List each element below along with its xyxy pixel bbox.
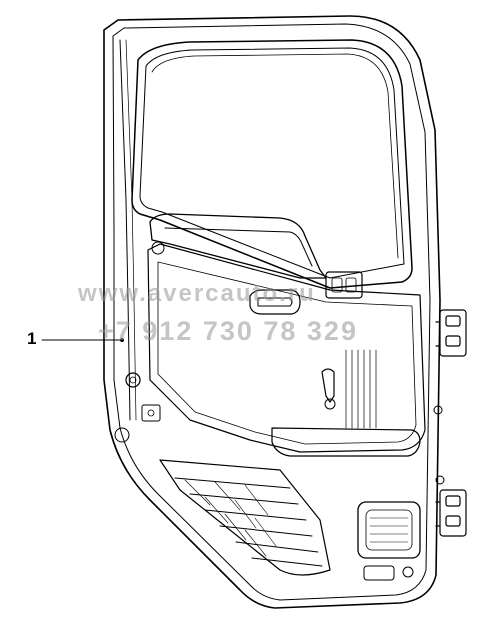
trim-panel-inner [157,261,417,445]
bottom-bracket [363,565,395,581]
upper-hinge [435,309,467,357]
step-area [159,459,331,576]
callout-leader-dot [120,338,124,342]
step-crosshatch [184,479,277,557]
lower-speaker-grille [365,509,413,551]
mirror-bolt [151,241,165,255]
callout-label-1: 1 [27,329,37,348]
side-bolt [433,405,443,415]
door-outer-frame [103,15,441,609]
front-pillar-detail [125,39,137,421]
front-pillar [119,39,131,421]
drain-hole [114,427,130,443]
window-switch-block [325,271,363,299]
window-switch-button-2 [345,277,357,293]
lower-hinge [435,489,467,537]
window-seal [151,53,399,259]
trim-panel [147,243,426,453]
bottom-bolt [402,566,414,578]
door-clip-hole [147,409,155,417]
lock-knob [125,372,141,388]
lower-speaker-housing [357,501,421,559]
door-inner-frame [112,23,431,601]
watermark-phone: +7 912 730 78 329 [98,316,358,346]
speaker-grille [345,349,377,429]
check-strap-bolt [435,475,445,485]
window-crank-knob [324,398,336,410]
window-frame-outer [131,39,413,289]
upper-trim-handle [164,227,313,267]
lower-speaker-lines [369,517,409,543]
inner-door-handle [249,289,301,315]
window-switch-button [331,277,343,293]
window-frame-inner [139,47,405,279]
lock-knob-inner [129,376,137,384]
inner-handle-lever [257,297,293,307]
window-crank [321,368,335,403]
door-clip [141,404,161,422]
watermark-url: www.avercauto.ru [78,280,316,307]
map-pocket [271,427,421,457]
step-rungs [174,477,323,567]
upper-trim-bar [149,213,327,279]
